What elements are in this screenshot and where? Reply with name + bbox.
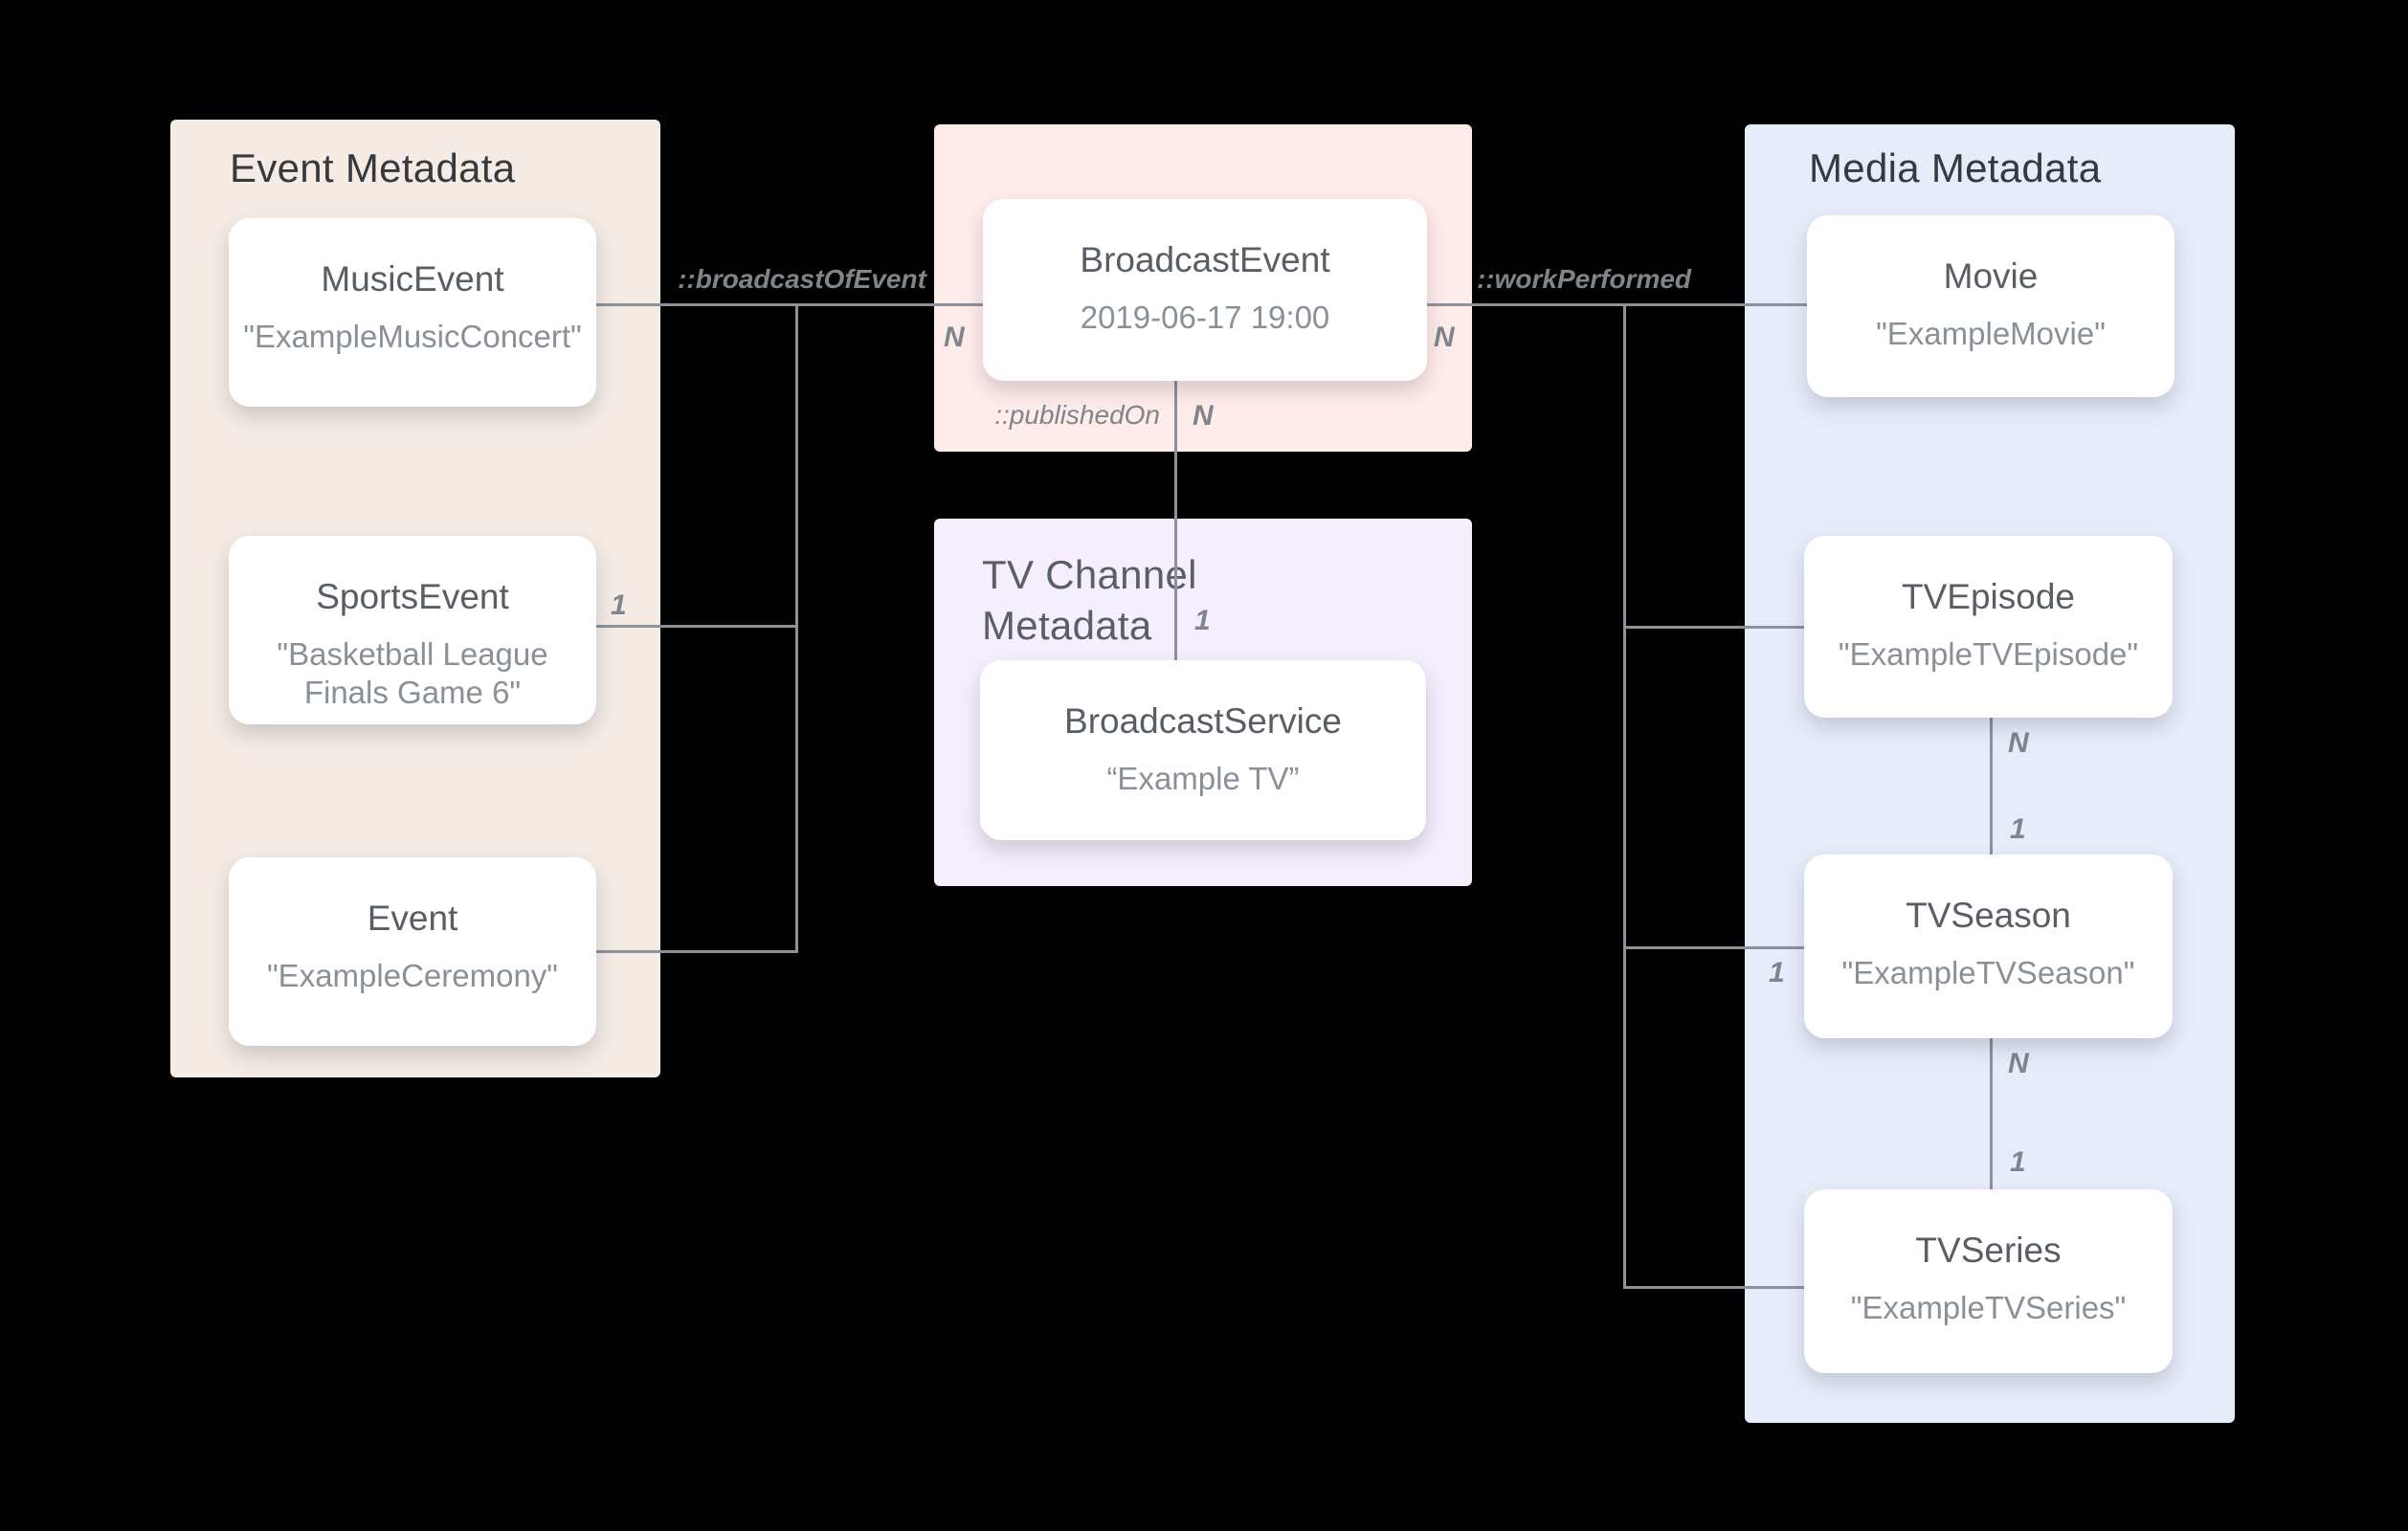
node-musicevent: MusicEvent "ExampleMusicConcert" — [229, 218, 596, 407]
node-broadcastservice-value: “Example TV” — [1106, 761, 1300, 796]
node-tvseries-title: TVSeries — [1915, 1231, 2062, 1270]
node-movie-value: "ExampleMovie" — [1876, 316, 2106, 351]
edge-broadcastevent-broadcastservice — [1174, 381, 1177, 660]
event-metadata-heading: Event Metadata — [230, 145, 516, 190]
cardinality-tvepisode-tvseason-n: N — [2008, 727, 2029, 759]
node-event-title: Event — [367, 899, 458, 938]
edge-broadcastevent-movie — [1427, 303, 1807, 306]
node-broadcastservice-title: BroadcastService — [1064, 701, 1342, 741]
cardinality-tvseason-left-1: 1 — [1769, 957, 1785, 988]
node-tvseason-value: "ExampleTVSeason" — [1841, 955, 2135, 990]
node-event-value: "ExampleCeremony" — [266, 958, 559, 993]
node-musicevent-value: "ExampleMusicConcert" — [243, 319, 582, 354]
edge-event-trunk — [596, 950, 798, 953]
edge-musicevent-broadcastevent — [596, 303, 984, 306]
node-broadcastevent-value: 2019-06-17 19:00 — [1080, 300, 1330, 335]
node-movie: Movie "ExampleMovie" — [1807, 215, 2174, 397]
edge-trunk-tvseason — [1623, 946, 1804, 949]
tv-channel-metadata-heading: TV Channel Metadata — [982, 552, 1197, 648]
cardinality-publishedon-1: 1 — [1194, 605, 1211, 636]
edge-tvseason-tvseries — [1990, 1038, 1993, 1189]
edge-right-trunk — [1623, 303, 1626, 1289]
edge-left-trunk — [795, 303, 798, 953]
node-tvepisode: TVEpisode "ExampleTVEpisode" — [1804, 536, 2173, 718]
edge-trunk-tvepisode — [1623, 626, 1804, 629]
node-broadcastevent: BroadcastEvent 2019-06-17 19:00 — [983, 199, 1427, 381]
cardinality-sportsevent-1: 1 — [611, 589, 627, 621]
edge-trunk-tvseries — [1623, 1286, 1804, 1289]
cardinality-tvseason-tvseries-1: 1 — [2010, 1146, 2026, 1178]
node-tvseries: TVSeries "ExampleTVSeries" — [1804, 1189, 2173, 1373]
node-tvseason-title: TVSeason — [1906, 896, 2071, 935]
node-movie-title: Movie — [1943, 256, 2039, 296]
node-event: Event "ExampleCeremony" — [229, 857, 596, 1046]
edge-tvepisode-tvseason — [1990, 718, 1993, 854]
node-tvepisode-title: TVEpisode — [1902, 577, 2075, 616]
node-sportsevent-title: SportsEvent — [316, 577, 509, 616]
relation-label-broadcastofevent: ::broadcastOfEvent — [678, 264, 926, 294]
node-tvseason: TVSeason "ExampleTVSeason" — [1804, 854, 2173, 1038]
node-tvepisode-value: "ExampleTVEpisode" — [1838, 636, 2139, 672]
node-sportsevent: SportsEvent "Basketball League Finals Ga… — [229, 536, 596, 724]
cardinality-broadcastevent-left-n: N — [944, 322, 965, 353]
node-sportsevent-value: "Basketball League Finals Game 6" — [277, 636, 548, 710]
node-broadcastevent-title: BroadcastEvent — [1080, 240, 1330, 279]
cardinality-broadcastevent-right-n: N — [1434, 322, 1455, 353]
cardinality-tvepisode-tvseason-1: 1 — [2010, 813, 2026, 845]
node-tvseries-value: "ExampleTVSeries" — [1850, 1290, 2127, 1325]
node-musicevent-title: MusicEvent — [321, 259, 504, 299]
cardinality-tvseason-tvseries-n: N — [2008, 1048, 2029, 1079]
relation-label-publishedon: ::publishedOn — [994, 400, 1160, 430]
media-metadata-heading: Media Metadata — [1809, 145, 2102, 190]
edge-sportsevent-trunk — [596, 625, 798, 628]
relation-label-workperformed: ::workPerformed — [1476, 264, 1692, 294]
node-broadcastservice: BroadcastService “Example TV” — [980, 660, 1426, 840]
cardinality-publishedon-n: N — [1193, 400, 1214, 432]
